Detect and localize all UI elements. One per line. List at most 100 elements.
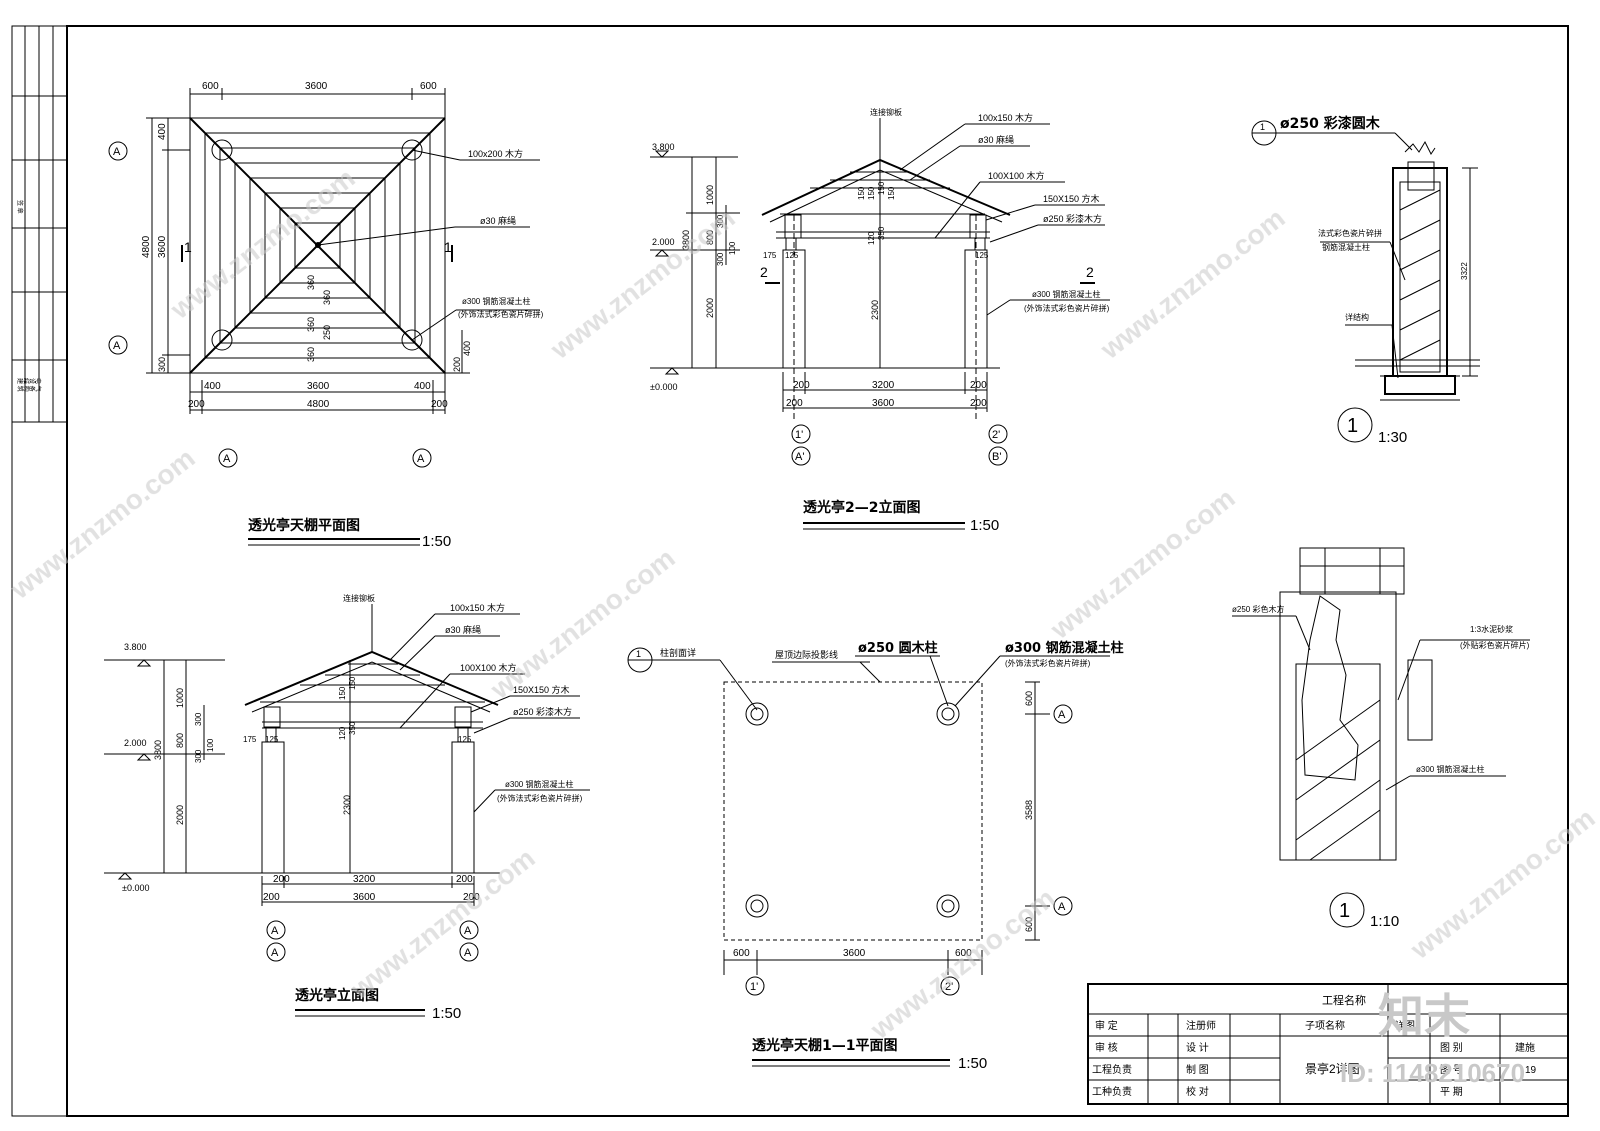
- dim-text: 600: [955, 948, 972, 959]
- detail-a-drawing: 1 ø250 彩漆圆木 3322 法式彩色瓷片碎拼 钢筋混凝土柱 详结构: [1251, 115, 1480, 446]
- title-block-label: 平 期: [1440, 1086, 1463, 1098]
- title-block-label: 子项名称: [1305, 1019, 1345, 1032]
- dim-text: 200: [456, 874, 473, 885]
- callout-label: 屋顶边际投影线: [775, 649, 838, 660]
- callout-label: (外贴彩色瓷片碎片): [1460, 640, 1530, 650]
- dim-text: 200: [970, 380, 987, 391]
- watermark-text: www.znzmo.com: [1044, 482, 1241, 645]
- dim-text: 200: [263, 892, 280, 903]
- dim-text: 200: [452, 357, 462, 372]
- detail-mark: 1: [1260, 122, 1265, 132]
- callout-label: ø250 彩漆木方: [513, 706, 572, 717]
- scale-label: 1:50: [422, 533, 451, 550]
- axis-bubble: A: [1058, 709, 1066, 721]
- brand-logo-text: 知末: [1378, 990, 1470, 1042]
- callout-label: ø300 钢筋混凝土柱: [1005, 640, 1124, 656]
- drawing-title: 透光亭天棚1—1平面图: [752, 1037, 897, 1054]
- strip-label: 电 气: [34, 378, 42, 392]
- dim-text: 3600: [307, 381, 330, 392]
- dim-text: 400: [462, 341, 472, 356]
- title-block-value: 建施: [1515, 1041, 1535, 1054]
- dim-text: 100: [728, 241, 737, 255]
- dim-text: 300: [194, 749, 203, 763]
- section-mark: 1: [444, 239, 452, 255]
- callout-label: ø30 麻绳: [445, 624, 481, 635]
- dim-text: 150: [857, 186, 866, 200]
- axis-bubble: A: [1058, 901, 1066, 913]
- callout-label: (外饰法式彩色瓷片碎拼): [497, 793, 583, 803]
- title-block-label: 审 核: [1095, 1041, 1118, 1054]
- dim-text: 600: [420, 81, 437, 92]
- level-text: 2.000: [652, 237, 675, 247]
- title-block-value: 19: [1525, 1065, 1537, 1076]
- dim-text: 400: [157, 123, 168, 140]
- dim-text: 2300: [870, 300, 880, 320]
- callout-label: 详结构: [1345, 312, 1369, 322]
- dim-text: 3800: [153, 740, 163, 760]
- sheet-outer-border: [11, 25, 1569, 1117]
- level-text: 3.800: [652, 142, 675, 152]
- detail-mark: 1: [1347, 415, 1358, 437]
- level-text: ±0.000: [650, 382, 677, 392]
- dim-text: 1000: [175, 688, 185, 708]
- dim-text: 3600: [305, 81, 328, 92]
- dim-text: 125: [785, 251, 799, 260]
- scale-label: 1:50: [970, 517, 999, 534]
- detail-b-drawing: ø250 彩色木方 1:3水泥砂浆 (外贴彩色瓷片碎片) ø300 钢筋混凝土柱…: [1232, 547, 1530, 930]
- title-block-label: 图 号: [1440, 1064, 1463, 1076]
- level-text: ±0.000: [122, 883, 149, 893]
- title-block-label: 设 计: [1186, 1041, 1209, 1054]
- dim-text: 3800: [681, 230, 691, 250]
- dim-text: 360: [322, 290, 332, 305]
- dim-text: 600: [202, 81, 219, 92]
- callout-label: 法式彩色瓷片碎拼: [1318, 228, 1382, 238]
- sheet-inner-border: [66, 25, 1569, 1117]
- dim-text: 175: [243, 735, 257, 744]
- strip-label: 设 备: [28, 378, 36, 392]
- title-block-label: 注册师: [1186, 1019, 1216, 1032]
- dim-text: 300: [716, 214, 725, 228]
- dim-text: 3600: [872, 398, 895, 409]
- dim-text: 125: [265, 735, 279, 744]
- callout-label: (外饰法式彩色瓷片碎拼): [1024, 303, 1110, 313]
- callout-label: ø30 麻绳: [480, 215, 516, 226]
- callout-label: 100x150 木方: [978, 112, 1033, 123]
- callout-label: 连接铆板: [343, 593, 375, 603]
- dim-text: 200: [786, 398, 803, 409]
- callout-label: 1:3水泥砂浆: [1470, 624, 1513, 634]
- callout-label: 150X150 方木: [513, 684, 570, 695]
- dim-text: 360: [306, 347, 316, 362]
- elevation-drawing: 3.800 2.000 ±0.000 1000 3800 800 2000 30…: [104, 593, 590, 1022]
- callout-label: 150X150 方木: [1043, 193, 1100, 204]
- dim-text: 150: [338, 686, 347, 700]
- strip-label: 结 构: [22, 378, 30, 392]
- column-symbol: [745, 894, 769, 918]
- dim-text: 200: [463, 892, 480, 903]
- dim-text: 4800: [141, 235, 152, 258]
- drawing-title: 透光亭天棚平面图: [248, 517, 360, 534]
- watermark-text: www.znzmo.com: [1094, 202, 1291, 365]
- column-symbol: [745, 702, 769, 726]
- dim-text: 150: [867, 186, 876, 200]
- detail-mark: 1: [636, 649, 641, 659]
- dim-text: 300: [716, 252, 725, 266]
- dim-text: 350: [348, 721, 357, 735]
- column-symbol: [936, 702, 960, 726]
- strip-label: 建 筑: [16, 378, 24, 392]
- callout-label: ø300 钢筋混凝土柱: [1416, 764, 1484, 774]
- dim-text: 175: [763, 251, 777, 260]
- column-symbol: [936, 894, 960, 918]
- dim-text: 125: [975, 251, 989, 260]
- callout-label: 柱剖面详: [660, 647, 696, 658]
- dim-text: 600: [1024, 691, 1034, 706]
- title-block-label: 景亭2详图: [1305, 1061, 1360, 1076]
- callout-label: 100X100 木方: [988, 170, 1045, 181]
- dim-text: 2300: [342, 795, 352, 815]
- dim-text: 150: [887, 186, 896, 200]
- dim-text: 800: [705, 230, 715, 245]
- canopy-plan-drawing: 600 3600 600 400 3600 400 200 4800 200 4…: [108, 81, 544, 550]
- watermark-text: www.znzmo.com: [544, 202, 741, 365]
- dim-text: 800: [175, 733, 185, 748]
- callout-label: 钢筋混凝土柱: [1322, 242, 1370, 252]
- title-block-label: 详图: [1395, 1019, 1415, 1032]
